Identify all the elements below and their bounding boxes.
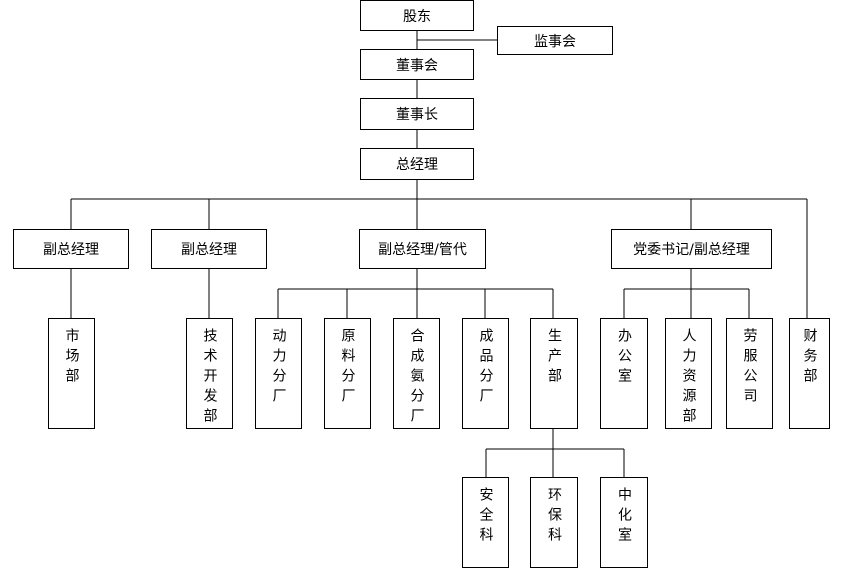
- node-finance-dept: 财务部: [789, 318, 830, 429]
- node-label: 人力资源部: [680, 328, 697, 428]
- node-marketing-dept: 市场部: [48, 318, 95, 429]
- node-chairman: 董事长: [360, 98, 474, 130]
- node-label: 成品分厂: [477, 328, 494, 408]
- node-label: 环保科: [546, 487, 562, 547]
- node-labor-service-company: 劳服公司: [726, 318, 773, 429]
- node-shareholders: 股东: [360, 0, 474, 31]
- node-supervisory-board: 监事会: [497, 26, 613, 55]
- node-label: 原料分厂: [339, 328, 356, 408]
- node-raw-material-plant: 原料分厂: [324, 318, 371, 429]
- node-ammonia-plant: 合成氨分厂: [393, 318, 440, 429]
- node-deputy-gm-1: 副总经理: [13, 229, 129, 269]
- node-central-lab: 中化室: [600, 477, 648, 568]
- node-hr-dept: 人力资源部: [665, 318, 712, 429]
- node-label: 动力分厂: [270, 328, 287, 408]
- node-party-secretary-deputy-gm: 党委书记/副总经理: [611, 229, 772, 269]
- node-deputy-gm-2: 副总经理: [151, 229, 267, 269]
- node-label: 办公室: [616, 328, 632, 388]
- node-general-manager: 总经理: [360, 148, 474, 180]
- node-label: 技术开发部: [201, 328, 218, 428]
- node-safety-section: 安全科: [462, 477, 509, 568]
- node-board-of-directors: 董事会: [360, 49, 474, 80]
- node-label: 生产部: [546, 328, 562, 388]
- node-tech-dev-dept: 技术开发部: [186, 318, 233, 429]
- node-label: 中化室: [616, 487, 632, 547]
- node-label: 劳服公司: [741, 328, 758, 408]
- node-label: 财务部: [801, 328, 818, 388]
- node-environmental-section: 环保科: [530, 477, 578, 568]
- node-production-dept: 生产部: [530, 318, 578, 429]
- node-label: 安全科: [477, 487, 494, 547]
- node-deputy-gm-acting: 副总经理/管代: [359, 229, 486, 269]
- node-finished-product-plant: 成品分厂: [462, 318, 509, 429]
- node-label: 市场部: [63, 328, 80, 388]
- node-power-plant: 动力分厂: [255, 318, 302, 429]
- node-label: 合成氨分厂: [408, 328, 425, 428]
- node-office: 办公室: [600, 318, 648, 429]
